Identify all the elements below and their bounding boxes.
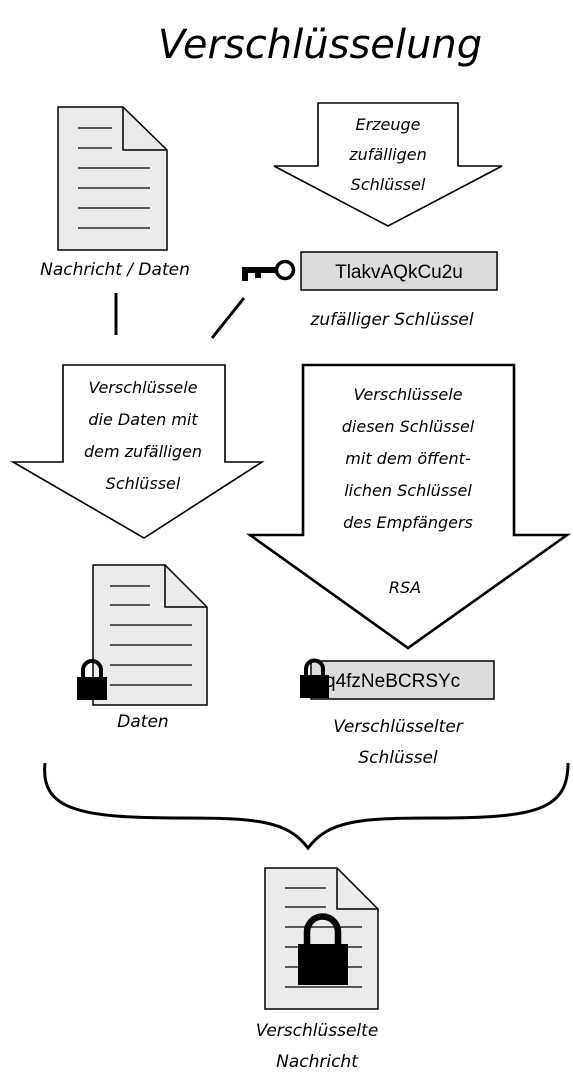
generate-arrow-line-1: Erzeuge	[355, 115, 420, 134]
result-label-line-2: Nachricht	[276, 1052, 359, 1072]
lock-icon	[300, 658, 329, 698]
encrypt-data-line-3: dem zufälligen	[84, 442, 202, 461]
random-key-box	[300, 251, 498, 291]
lock-icon	[298, 913, 348, 985]
rsa-label: RSA	[389, 578, 421, 597]
encrypted-message-document-icon	[264, 867, 379, 1010]
encrypt-data-line-1: Verschlüssele	[88, 378, 197, 397]
encrypted-key-label-line-1: Verschlüsselter	[333, 717, 464, 737]
encrypted-key-value: q4fzNeBCRSYc	[325, 671, 460, 692]
encrypt-key-line-3: mit dem öffent-	[345, 449, 471, 468]
encrypt-data-line-2: die Daten mit	[88, 410, 198, 429]
encrypt-key-line-4: lichen Schlüssel	[344, 481, 472, 500]
random-key-value: TlakvAQkCu2u	[335, 262, 463, 283]
lock-icon	[77, 659, 107, 700]
generate-arrow-line-2: zufälligen	[348, 145, 426, 164]
encrypt-key-line-1: Verschlüssele	[353, 385, 462, 404]
encrypt-key-arrow	[245, 363, 572, 650]
encrypt-key-line-2: diesen Schlüssel	[342, 417, 475, 436]
message-label: Nachricht / Daten	[40, 260, 190, 280]
encrypted-data-document-icon	[92, 564, 208, 706]
diagram-title: Verschlüsselung	[158, 22, 482, 68]
encrypted-data-label: Daten	[117, 712, 168, 732]
random-key-label: zufälliger Schlüssel	[309, 310, 473, 330]
encrypt-data-line-4: Schlüssel	[106, 474, 181, 493]
message-document-icon	[57, 106, 168, 251]
encrypt-data-arrow	[10, 364, 265, 539]
result-label-line-1: Verschlüsselte	[256, 1021, 379, 1041]
generate-arrow-line-3: Schlüssel	[351, 175, 426, 194]
key-icon	[242, 259, 296, 281]
encrypted-key-label-line-2: Schlüssel	[358, 748, 438, 768]
generate-key-arrow	[273, 102, 503, 227]
connector-line-right	[210, 297, 246, 339]
grouping-brace	[43, 762, 570, 851]
encrypt-key-line-5: des Empfängers	[343, 513, 473, 532]
